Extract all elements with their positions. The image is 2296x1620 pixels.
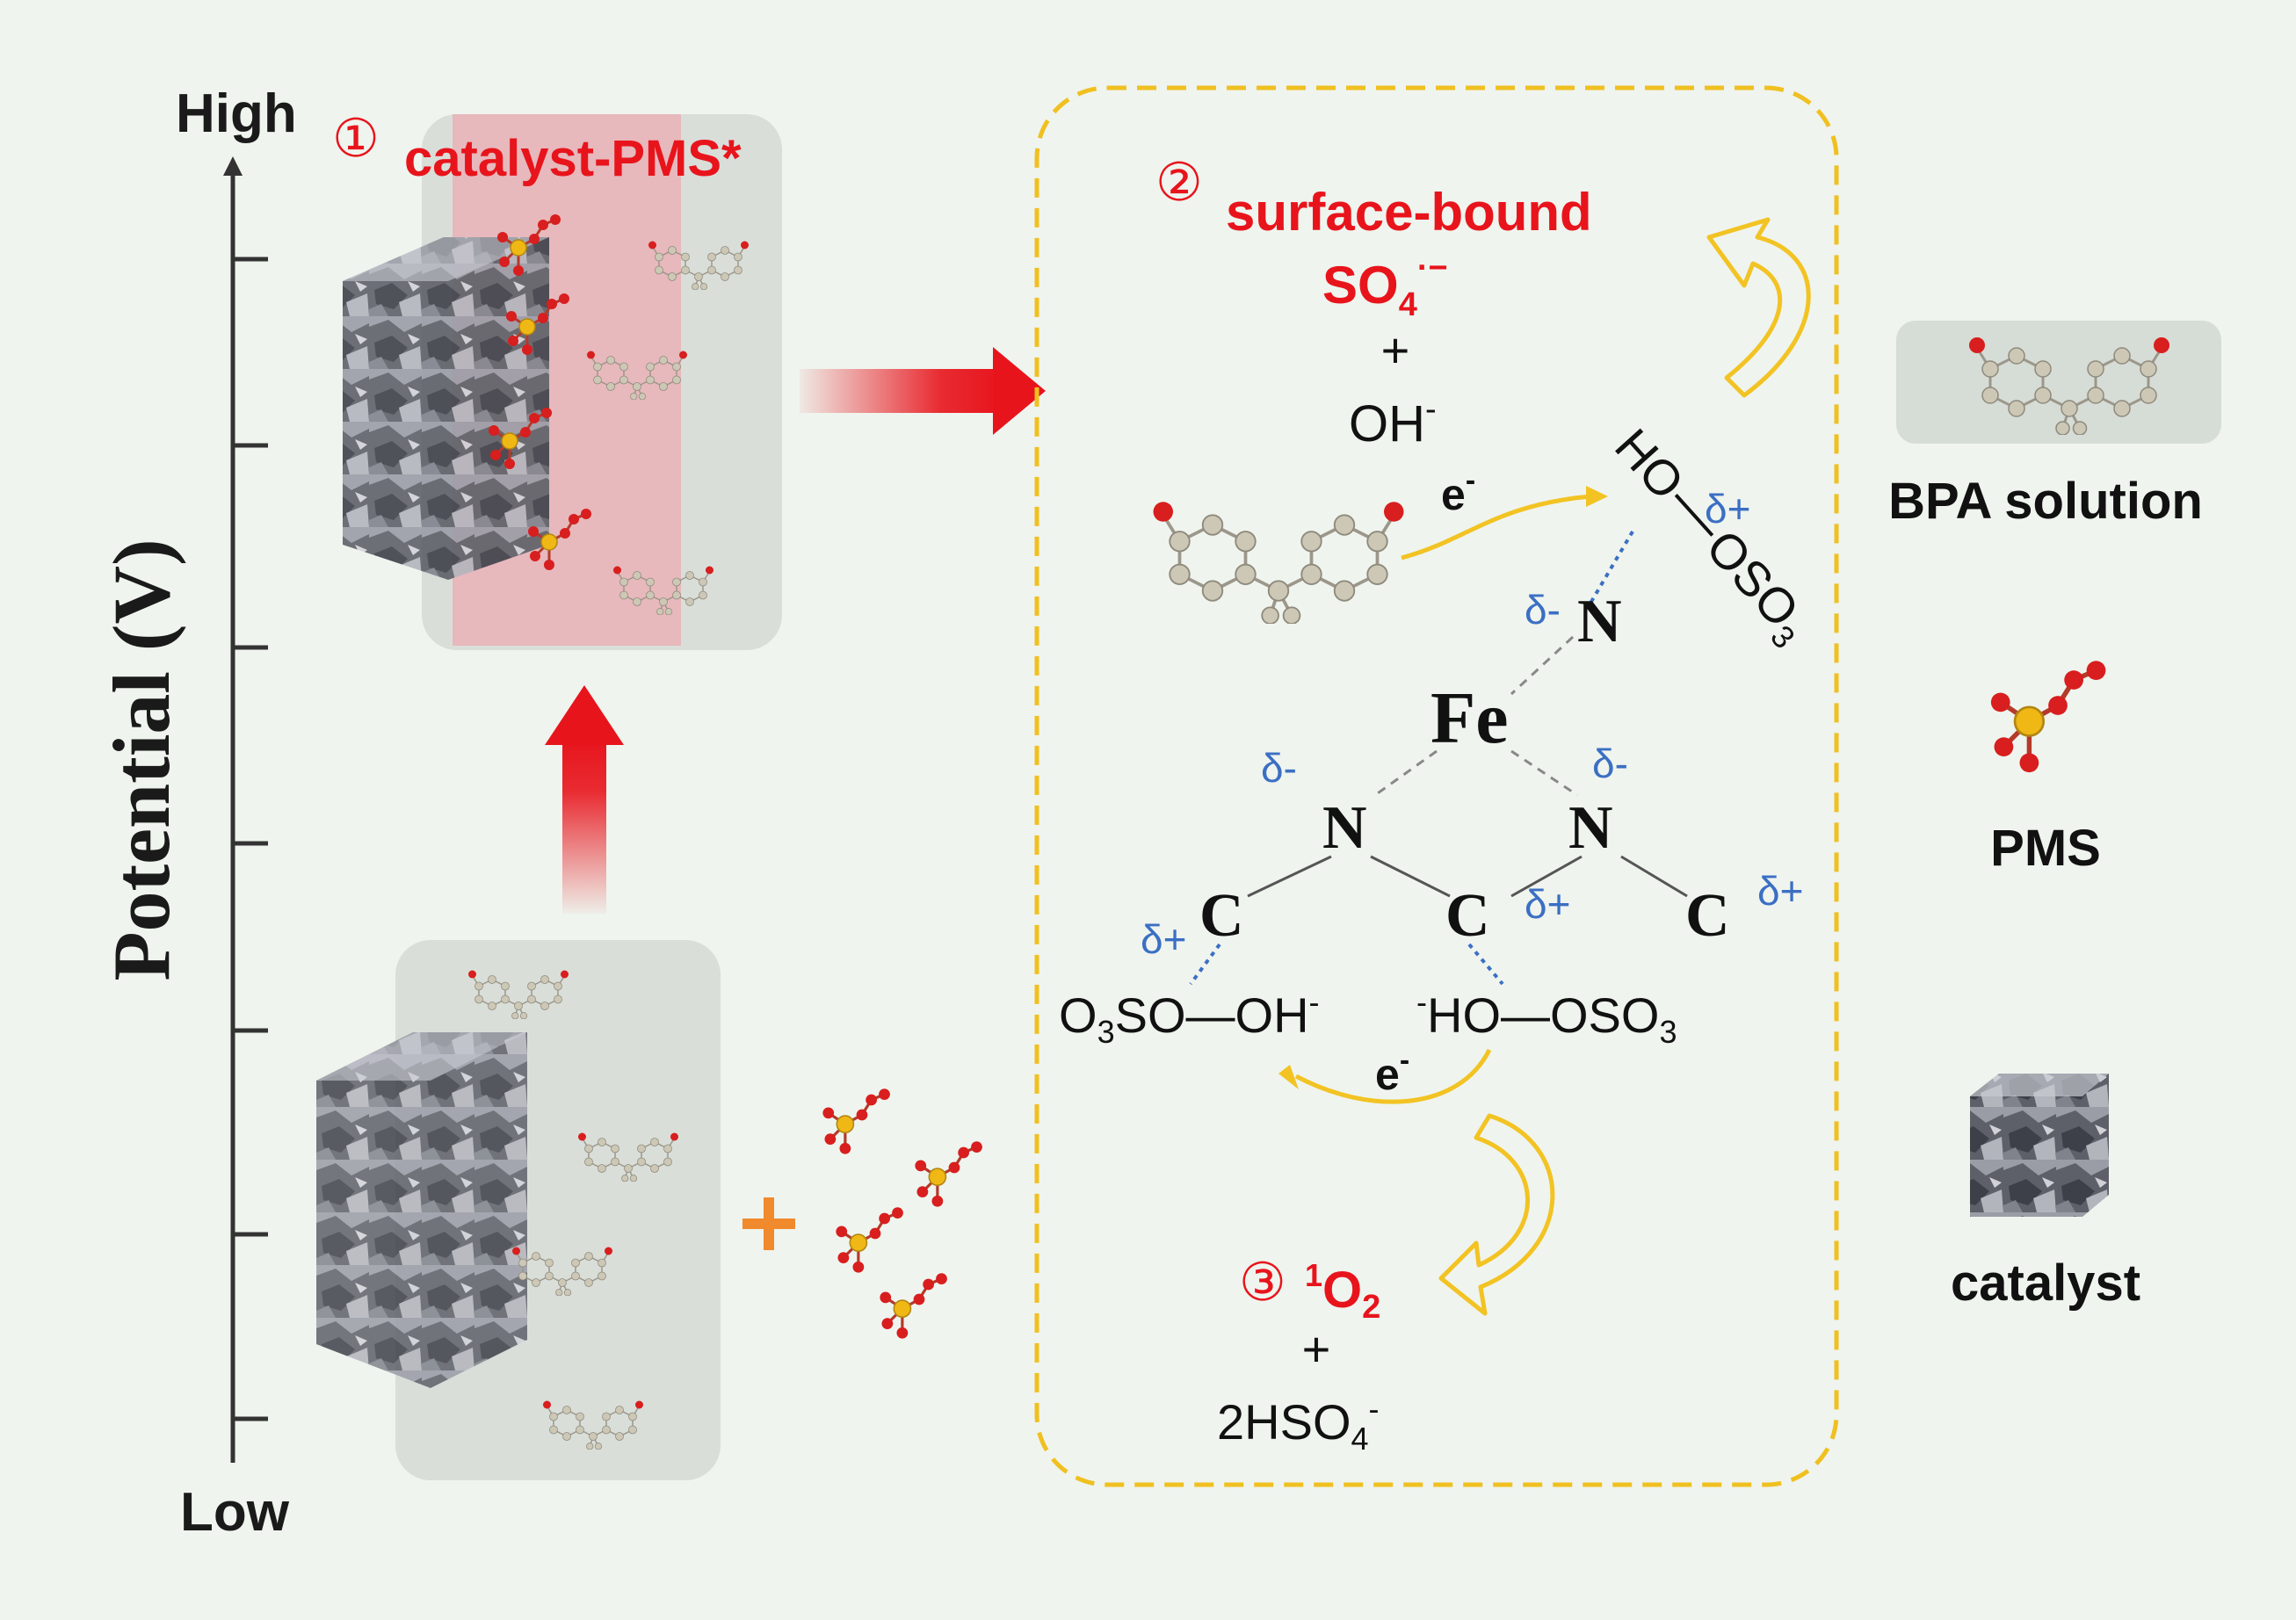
electron-arrow-top: [1401, 486, 1608, 560]
delta-minus-left: δ-: [1261, 745, 1297, 791]
c-atom-middle: C: [1445, 882, 1490, 950]
h-bond-middle: [1467, 943, 1504, 986]
legend-catalyst-label: catalyst: [1951, 1255, 2140, 1312]
pms-bound-left: O3SO—OH-: [1059, 984, 1320, 1050]
delta-plus-c-middle: δ+: [1525, 881, 1570, 927]
step3-plus: +: [1302, 1321, 1331, 1377]
step2-number: ②: [1155, 153, 1203, 212]
pms-group: [821, 1087, 984, 1341]
legend: BPA solution PMS catalyst: [1888, 321, 2221, 1312]
c-atom-left: C: [1199, 882, 1244, 950]
delta-plus-c-left: δ+: [1141, 916, 1186, 962]
c-atom-right: C: [1685, 882, 1730, 950]
plus-sign: [742, 1197, 795, 1250]
axis-low-label: Low: [180, 1482, 290, 1543]
step1-number: ①: [332, 109, 380, 168]
legend-catalyst-cube: [1970, 1074, 2109, 1217]
svg-text:HO: HO: [1604, 418, 1695, 510]
electron-label-bottom: e-: [1375, 1044, 1409, 1099]
electron-arrow-bottom: [1278, 1048, 1492, 1104]
electron-label-top: e-: [1441, 464, 1475, 519]
pms-molecule: [878, 1271, 949, 1341]
pms-molecule: [913, 1139, 984, 1209]
pms-bound-right: -HO—OSO3: [1416, 984, 1677, 1050]
step1-label: catalyst-PMS*: [404, 130, 742, 187]
step3-bisulfate: 2HSO4-: [1217, 1391, 1380, 1457]
n-atom-right: N: [1568, 794, 1613, 862]
svg-text:OSO3: OSO3: [1691, 519, 1822, 655]
step2-line1: surface-bound: [1226, 183, 1592, 242]
delta-minus-right: δ-: [1592, 741, 1628, 786]
axis-high-label: High: [176, 83, 297, 144]
n-atom-left: N: [1322, 794, 1367, 862]
step3-singlet-oxygen: 1O2: [1305, 1257, 1380, 1326]
pms-molecule: [834, 1205, 905, 1275]
fe-n-c-framework: [1247, 635, 1688, 898]
open-arrow-top: [1706, 217, 1811, 398]
potential-axis: [223, 156, 268, 1463]
catalyst-bpa-block: [316, 940, 721, 1480]
step3-number: ③: [1239, 1253, 1286, 1312]
mechanism-box: [1034, 85, 1839, 1487]
n-atom-top: N: [1577, 588, 1622, 655]
legend-pms-label: PMS: [1990, 820, 2101, 877]
delta-minus-n-top: δ-: [1525, 587, 1561, 633]
fe-atom: Fe: [1430, 677, 1509, 759]
arrow-right: [800, 347, 1046, 435]
open-arrow-bottom: [1438, 1113, 1555, 1316]
bpa-molecule-large: [1151, 500, 1406, 624]
legend-bpa-label: BPA solution: [1888, 473, 2203, 530]
delta-plus-top: δ+: [1705, 486, 1750, 532]
delta-plus-c-right: δ+: [1757, 868, 1803, 914]
catalyst-pms-block: [343, 114, 782, 650]
step2-hydroxide: OH-: [1349, 391, 1437, 452]
legend-pms-molecule: [1991, 661, 2106, 772]
pms-molecule: [821, 1087, 892, 1156]
arrow-up: [545, 685, 624, 914]
pms-bound-top: HO OSO3: [1604, 418, 1822, 655]
h-bond-left: [1189, 943, 1221, 986]
step2-radical: SO4·−: [1322, 250, 1448, 323]
step2-plus: +: [1381, 322, 1410, 378]
axis-title: Potential (V): [97, 539, 186, 980]
